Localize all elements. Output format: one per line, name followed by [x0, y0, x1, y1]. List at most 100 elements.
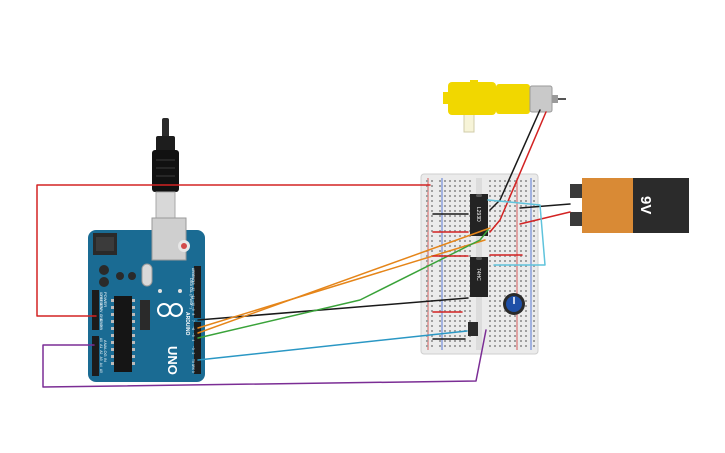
- breadboard-hole: [464, 180, 466, 182]
- breadboard-hole: [454, 300, 456, 302]
- breadboard-hole: [464, 300, 466, 302]
- breadboard-hole: [449, 180, 451, 182]
- breadboard-hole: [426, 240, 428, 242]
- breadboard-hole: [520, 225, 522, 227]
- breadboard-hole: [459, 190, 461, 192]
- breadboard-hole: [426, 185, 428, 187]
- breadboard-hole: [464, 215, 466, 217]
- breadboard-hole: [454, 210, 456, 212]
- breadboard-hole: [464, 325, 466, 327]
- breadboard-hole: [499, 300, 501, 302]
- breadboard-hole: [525, 325, 527, 327]
- breadboard-hole: [533, 345, 535, 347]
- breadboard-hole: [489, 260, 491, 262]
- potentiometer[interactable]: [503, 293, 525, 315]
- breadboard-hole: [514, 315, 516, 317]
- breadboard-hole: [439, 210, 441, 212]
- breadboard-hole: [504, 240, 506, 242]
- breadboard-hole: [426, 295, 428, 297]
- digital-pin-label: 12: [191, 288, 195, 292]
- breadboard-hole: [525, 195, 527, 197]
- breadboard-hole: [469, 310, 471, 312]
- digital-pin-label: ~3: [191, 346, 195, 350]
- breadboard-hole: [533, 260, 535, 262]
- breadboard-hole: [464, 250, 466, 252]
- breadboard-hole: [426, 260, 428, 262]
- breadboard-hole: [533, 215, 535, 217]
- breadboard-hole: [459, 195, 461, 197]
- breadboard-hole: [514, 195, 516, 197]
- breadboard-hole: [520, 185, 522, 187]
- breadboard-hole: [439, 240, 441, 242]
- breadboard-hole: [454, 185, 456, 187]
- breadboard-hole: [509, 215, 511, 217]
- breadboard-hole: [504, 195, 506, 197]
- breadboard-hole: [426, 315, 428, 317]
- breadboard-hole: [426, 290, 428, 292]
- breadboard-hole: [464, 230, 466, 232]
- breadboard-hole: [426, 190, 428, 192]
- breadboard-hole: [504, 215, 506, 217]
- breadboard-hole: [439, 230, 441, 232]
- breadboard-hole: [509, 335, 511, 337]
- breadboard-hole: [449, 235, 451, 237]
- breadboard-hole: [533, 280, 535, 282]
- breadboard-hole: [520, 330, 522, 332]
- breadboard-hole: [499, 240, 501, 242]
- breadboard-hole: [520, 280, 522, 282]
- breadboard-hole: [444, 205, 446, 207]
- breadboard-hole: [439, 295, 441, 297]
- breadboard-hole: [449, 225, 451, 227]
- breadboard-hole: [459, 215, 461, 217]
- breadboard-hole: [504, 225, 506, 227]
- digital-pin-label: 7: [191, 320, 195, 322]
- breadboard-hole: [426, 225, 428, 227]
- breadboard-hole: [489, 200, 491, 202]
- breadboard-hole: [431, 260, 433, 262]
- power-pin-label: 3.3V: [99, 303, 103, 310]
- breadboard-hole: [520, 205, 522, 207]
- breadboard-hole: [454, 215, 456, 217]
- breadboard-hole: [444, 230, 446, 232]
- breadboard-hole: [459, 230, 461, 232]
- breadboard-hole: [504, 270, 506, 272]
- push-button[interactable]: [468, 322, 478, 336]
- breadboard-hole: [504, 210, 506, 212]
- breadboard-hole: [459, 315, 461, 317]
- breadboard-hole: [454, 180, 456, 182]
- breadboard-hole: [509, 180, 511, 182]
- breadboard-hole: [459, 320, 461, 322]
- breadboard-hole: [469, 340, 471, 342]
- breadboard-hole: [533, 315, 535, 317]
- breadboard-hole: [459, 210, 461, 212]
- breadboard-hole: [464, 315, 466, 317]
- breadboard-hole: [525, 265, 527, 267]
- breadboard-hole: [509, 190, 511, 192]
- breadboard-hole: [431, 330, 433, 332]
- breadboard-hole: [489, 180, 491, 182]
- breadboard-hole: [444, 260, 446, 262]
- breadboard-hole: [489, 300, 491, 302]
- breadboard-hole: [426, 285, 428, 287]
- breadboard-hole: [509, 280, 511, 282]
- breadboard-hole: [533, 225, 535, 227]
- breadboard-hole: [514, 270, 516, 272]
- breadboard-hole: [520, 230, 522, 232]
- breadboard-hole: [525, 180, 527, 182]
- breadboard-hole: [459, 330, 461, 332]
- power-pin-label: 5V: [99, 309, 103, 314]
- breadboard-hole: [499, 230, 501, 232]
- breadboard-hole: [439, 320, 441, 322]
- breadboard-hole: [509, 315, 511, 317]
- breadboard-hole: [504, 230, 506, 232]
- breadboard-hole: [449, 220, 451, 222]
- breadboard-hole: [525, 250, 527, 252]
- breadboard-hole: [499, 270, 501, 272]
- breadboard-hole: [431, 265, 433, 267]
- breadboard-hole: [525, 280, 527, 282]
- breadboard-hole: [504, 290, 506, 292]
- breadboard-hole: [426, 255, 428, 257]
- breadboard-hole: [431, 225, 433, 227]
- wire-battery-black: [519, 203, 571, 209]
